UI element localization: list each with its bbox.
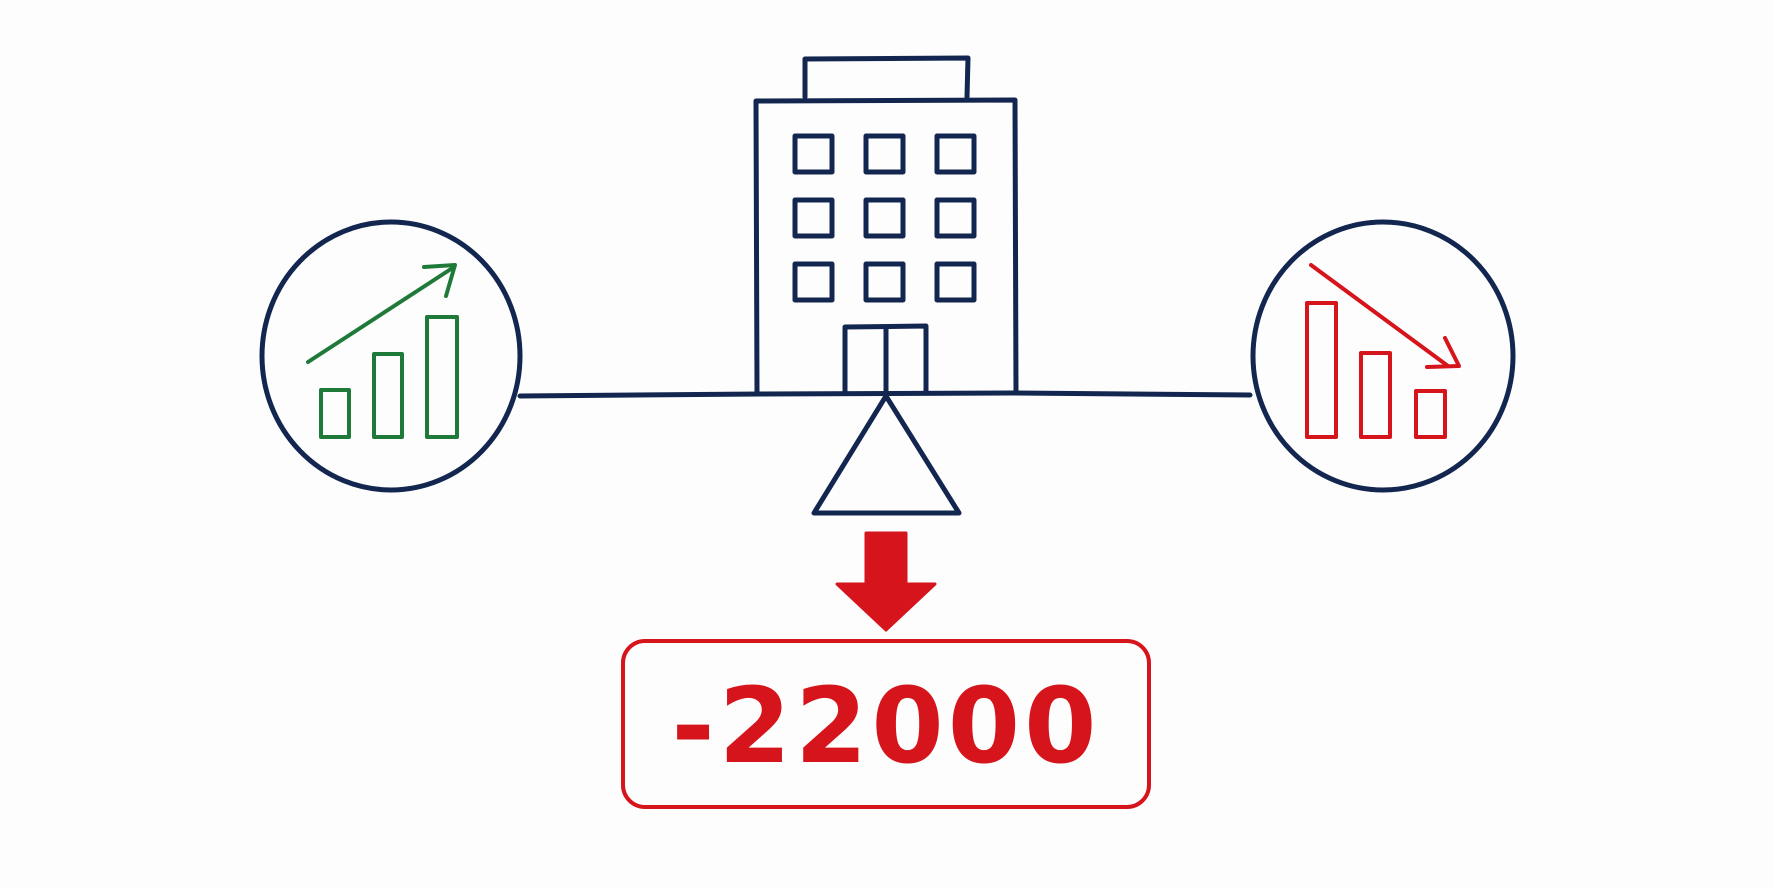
building-window bbox=[934, 197, 977, 239]
building-window bbox=[934, 261, 977, 303]
falling-bar bbox=[1305, 301, 1338, 439]
building-window bbox=[792, 197, 835, 239]
building-window bbox=[863, 197, 906, 239]
building-window bbox=[863, 133, 906, 175]
rising-bar bbox=[425, 315, 459, 439]
result-box: -22000 bbox=[621, 639, 1151, 809]
building-window bbox=[863, 261, 906, 303]
arrow-down-icon bbox=[835, 531, 937, 632]
falling-bar bbox=[1414, 389, 1447, 439]
building-window bbox=[792, 133, 835, 175]
building-window bbox=[792, 261, 835, 303]
falling-arrow-head bbox=[1425, 336, 1461, 369]
rising-bar bbox=[372, 352, 404, 439]
rising-bar-chart-icon bbox=[259, 219, 523, 493]
building-window bbox=[934, 133, 977, 175]
building-icon bbox=[753, 55, 1019, 396]
triangle-fulcrum-icon bbox=[811, 393, 962, 516]
result-value: -22000 bbox=[672, 665, 1101, 787]
rising-arrow-line bbox=[306, 265, 456, 364]
rising-arrow-head bbox=[422, 263, 457, 298]
falling-bar-chart-icon bbox=[1250, 219, 1516, 493]
falling-bar bbox=[1359, 351, 1392, 439]
falling-arrow-line bbox=[1309, 263, 1450, 368]
rising-bar bbox=[319, 388, 351, 439]
